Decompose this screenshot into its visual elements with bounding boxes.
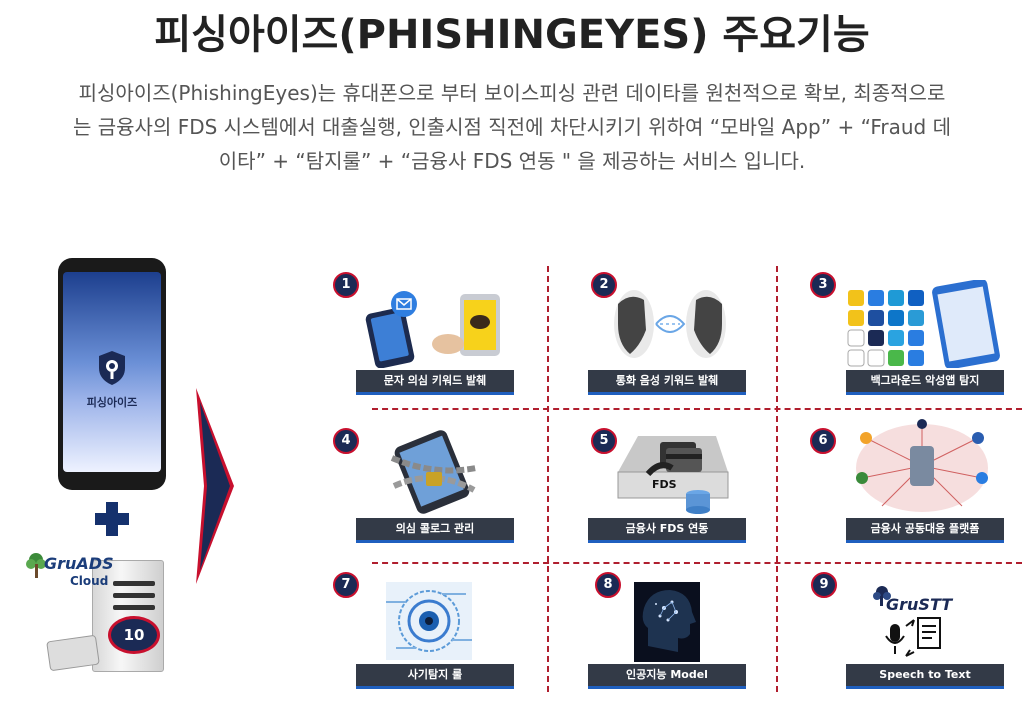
feature-number: 7 <box>333 572 359 598</box>
page-title: 피싱아이즈(PHISHINGEYES) 주요기능 <box>154 12 870 58</box>
smartphone-image: 피싱아이즈 <box>58 258 166 490</box>
digital-eye-icon <box>386 582 472 660</box>
feature-label: 사기탐지 룰 <box>356 664 514 689</box>
feature-label: 백그라운드 악성앱 탐지 <box>846 370 1004 395</box>
feature-label: 문자 의심 키워드 발췌 <box>356 370 514 395</box>
sms-kakaotalk-phones-icon <box>365 291 500 368</box>
grid-divider <box>372 408 1022 410</box>
server-badge: 10 <box>108 616 160 654</box>
server-image <box>92 560 164 672</box>
phone-screen: 피싱아이즈 <box>63 272 161 472</box>
page-description: 피싱아이즈(PhishingEyes)는 휴대폰으로 부터 보이스피싱 관련 데… <box>10 76 1014 178</box>
feature-number: 1 <box>333 272 359 298</box>
feature-number: 9 <box>811 572 837 598</box>
feature-number: 6 <box>810 428 836 454</box>
feature-label: Speech to Text <box>846 664 1004 689</box>
feature-label: 인공지능 Model <box>588 664 746 689</box>
server-slot <box>113 605 155 610</box>
feature-label: 통화 음성 키워드 발췌 <box>588 370 746 395</box>
bank-network-icon <box>856 419 988 512</box>
description-line: 이타” + “탐지룰” + “금융사 FDS 연동 " 을 제공하는 서비스 입… <box>218 149 806 173</box>
description-line: 피싱아이즈(PhishingEyes)는 휴대폰으로 부터 보이스피싱 관련 데… <box>78 81 946 105</box>
app-name: 피싱아이즈 <box>86 396 138 409</box>
feature-number: 2 <box>591 272 617 298</box>
grid-divider <box>776 266 778 692</box>
app-grid-icon <box>847 280 1000 368</box>
description-line: 는 금융사의 FDS 시스템에서 대출실행, 인출시점 직전에 차단시키기 위하… <box>72 115 951 139</box>
feature-number: 4 <box>333 428 359 454</box>
shield-logo-icon <box>99 351 125 385</box>
feature-label: 금융사 FDS 연동 <box>588 518 746 543</box>
gruads-brand: GruADS <box>44 554 114 573</box>
feature-number: 3 <box>810 272 836 298</box>
feature-label: 의심 콜로그 관리 <box>356 518 514 543</box>
feature-label: 금융사 공동대응 플랫폼 <box>846 518 1004 543</box>
grid-divider <box>372 562 1022 564</box>
plus-icon <box>95 502 129 536</box>
gru-stt-brand: GruSTT <box>886 595 953 614</box>
server-slot <box>113 593 155 598</box>
gruads-cloud-label: Cloud <box>70 574 109 588</box>
gruads-tree-logo-icon <box>26 553 46 578</box>
grid-divider <box>547 266 549 692</box>
fds-server-text: FDS <box>652 478 677 491</box>
server-slot <box>113 581 155 586</box>
voice-call-faces-icon <box>614 290 726 358</box>
speech-to-text-icon: GruSTT <box>873 586 953 657</box>
feature-number: 8 <box>595 572 621 598</box>
ai-brain-icon <box>634 582 700 662</box>
feature-number: 5 <box>591 428 617 454</box>
chained-phone-icon <box>390 430 477 514</box>
right-arrow-icon <box>196 388 234 584</box>
fds-server-icon: FDS <box>617 436 729 514</box>
